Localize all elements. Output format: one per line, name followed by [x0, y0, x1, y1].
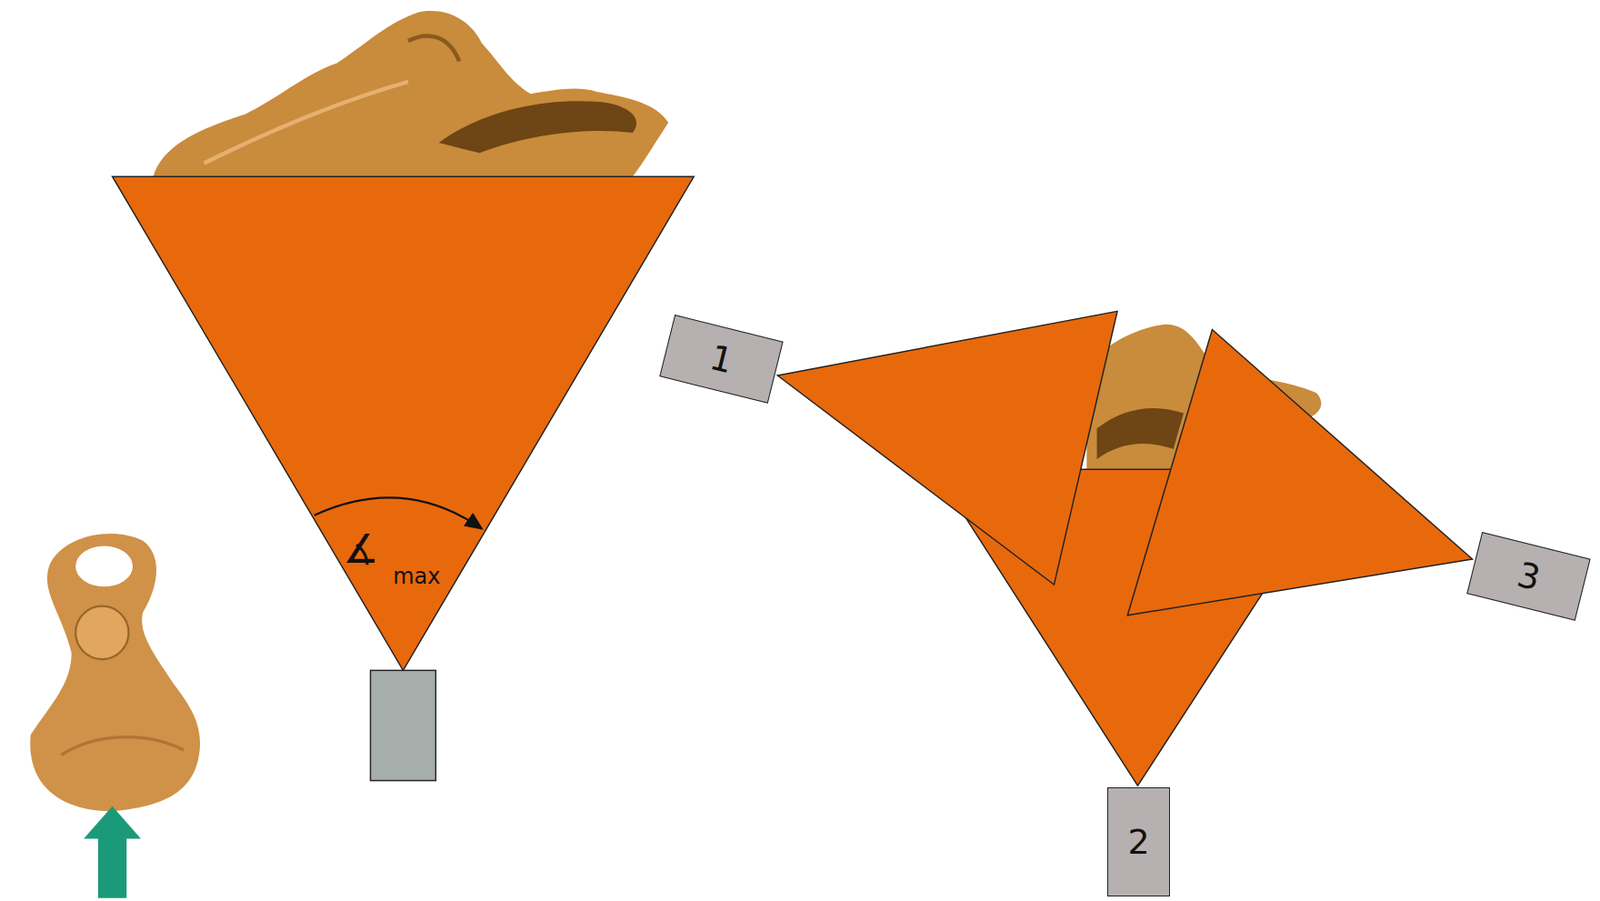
- angle-subscript: max: [392, 563, 440, 590]
- view-arrow: [83, 806, 141, 899]
- camera-number: 3: [1512, 554, 1544, 600]
- camera-number: 2: [1128, 821, 1150, 862]
- field-of-view: [112, 176, 695, 670]
- camera-number: 1: [706, 337, 738, 382]
- camera-box: 3: [1466, 531, 1591, 620]
- angle-arc: [314, 497, 482, 529]
- camera-body: [370, 670, 437, 780]
- field-of-view: [777, 310, 1118, 585]
- bone-shape: [152, 10, 669, 177]
- bone-render: [152, 10, 669, 177]
- camera-box: 1: [659, 314, 784, 403]
- field-of-view: [1127, 330, 1472, 616]
- bone-cavity: [439, 100, 637, 153]
- camera-box: 2: [1107, 787, 1171, 897]
- angle-symbol: ∡: [342, 525, 379, 572]
- bone-render: [30, 533, 200, 811]
